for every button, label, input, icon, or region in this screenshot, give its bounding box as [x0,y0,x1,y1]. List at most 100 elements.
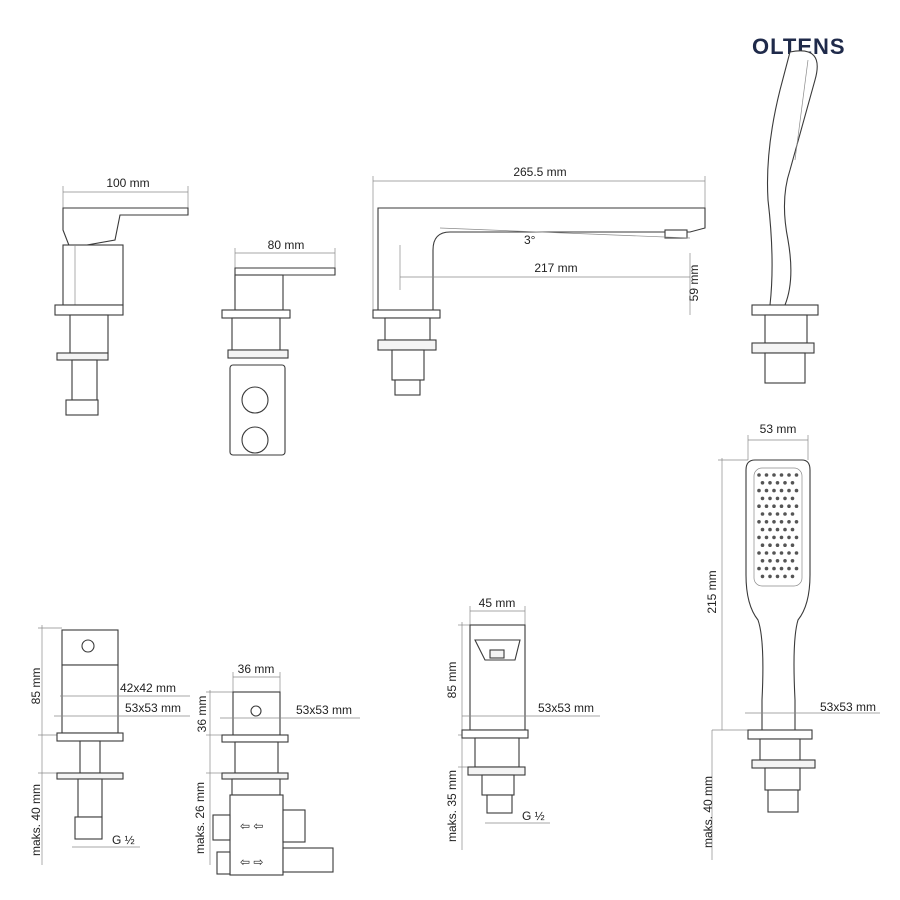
nozzle-dot [772,535,776,540]
nozzle-dot [783,574,787,579]
nozzle-dot [779,535,784,540]
nozzle-dot [772,504,776,509]
nozzle-dot [787,488,791,493]
nozzle-dot [783,512,787,516]
nozzle-dot [787,551,791,555]
spout-height-label: 59 mm [687,265,701,302]
diverter-width-label-front: 36 mm [238,662,275,676]
nozzle-dot [764,535,769,540]
flow-arrow-icon: ⇦ ⇦ [240,819,263,833]
nozzle-dot [779,551,784,555]
nozzle-dot [790,496,795,501]
nozzle-dot [779,504,784,509]
nozzle-dot [768,559,772,563]
spout-max-depth-label: maks. 35 mm [445,770,459,842]
nozzle-dot [775,481,780,485]
nozzle-dot [790,559,795,563]
nozzle-dot [775,559,780,563]
spout-angle-label: 3° [524,233,536,247]
nozzle-dot [790,512,795,516]
nozzle-dot [779,520,784,524]
nozzle-dot [794,551,799,555]
mixer-body-label: 42x42 mm [120,681,176,695]
nozzle-dot [783,543,787,547]
nozzle-dot [760,527,765,532]
nozzle-dot [772,473,776,477]
diverter-width-label: 80 mm [268,238,305,252]
nozzle-dot [775,496,780,501]
nozzle-dot [790,481,795,485]
nozzle-dot [794,504,799,509]
nozzle-dot [760,543,765,547]
mixer-height-label: 85 mm [29,668,43,705]
nozzle-dot [760,496,765,501]
nozzle-dot [764,488,769,493]
hand-shower-width-label: 53 mm [760,422,797,436]
diverter-front-view: 36 mm 36 mm maks. 26 mm 53x53 mm ⇦ ⇦ ⇦ ⇨ [193,662,360,876]
nozzle-dot [794,535,799,540]
nozzle-dot [757,566,761,571]
nozzle-dot [775,543,780,547]
nozzle-dot [760,512,765,516]
nozzle-dot [768,496,772,501]
nozzle-dot [757,473,761,477]
nozzle-dot [779,566,784,571]
nozzle-dot [783,527,787,532]
mixer-max-depth-label: maks. 40 mm [29,784,43,856]
nozzle-dot [760,574,765,579]
nozzle-dot [757,488,761,493]
nozzle-dot [783,481,787,485]
nozzle-dot [794,488,799,493]
diverter-base-label: 53x53 mm [296,703,352,717]
mixer-base-label: 53x53 mm [125,701,181,715]
nozzle-dot [760,481,765,485]
nozzle-dot [787,566,791,571]
diverter-side-view: 80 mm [221,238,336,456]
nozzle-dot [764,473,769,477]
spout-height-label-front: 85 mm [445,662,459,699]
spout-side-view: 265.5 mm 3° 217 mm 59 mm [372,165,706,396]
mixer-thread-label: G ½ [112,833,135,847]
nozzle-dot [783,496,787,501]
mixer-side-view: 100 mm [54,176,189,416]
nozzle-dot [764,551,769,555]
nozzle-dot [787,535,791,540]
nozzle-dot [787,473,791,477]
nozzle-dot [757,504,761,509]
nozzle-dot [760,559,765,563]
nozzle-dot [764,520,769,524]
nozzle-dot [772,566,776,571]
nozzle-dot [768,481,772,485]
nozzle-dot [790,527,795,532]
nozzle-dot [794,566,799,571]
nozzle-dot [794,473,799,477]
nozzle-dot [772,520,776,524]
spout-front-view: 45 mm 85 mm maks. 35 mm 53x53 mm G ½ [445,596,600,850]
spout-width-label: 45 mm [479,596,516,610]
nozzle-dot [757,535,761,540]
nozzle-dot [768,574,772,579]
nozzle-dot [779,488,784,493]
hand-shower-max-depth-label: maks. 40 mm [701,776,715,848]
nozzle-dot [783,559,787,563]
nozzle-dot [768,512,772,516]
diverter-max-depth-label: maks. 26 mm [193,782,207,854]
nozzle-dot [757,520,761,524]
nozzle-dot [772,551,776,555]
nozzle-dot [772,488,776,493]
hand-shower-height-label: 215 mm [705,570,719,613]
spout-length-label: 265.5 mm [513,165,566,179]
nozzle-dot [779,473,784,477]
spout-thread-label: G ½ [522,809,545,823]
spout-reach-label: 217 mm [534,261,577,275]
nozzle-dot [787,504,791,509]
nozzle-dot [764,566,769,571]
mixer-width-label: 100 mm [106,176,149,190]
hand-shower-front-view: 53 mm 215 mm maks. 40 mm 53x53 mm [701,422,880,860]
mixer-front-view: 85 mm maks. 40 mm 42x42 mm 53x53 mm G ½ [29,625,190,865]
flow-arrow-icon: ⇦ ⇨ [240,855,263,869]
nozzle-dot [775,527,780,532]
nozzle-grid [757,473,799,579]
